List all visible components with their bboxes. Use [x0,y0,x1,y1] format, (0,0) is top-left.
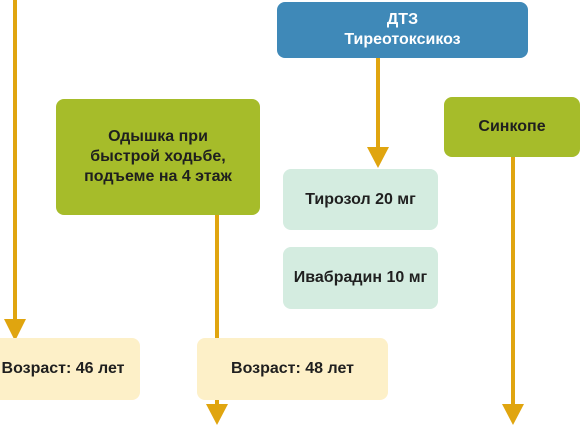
medication-box-ivabradine: Ивабрадин 10 мг [283,247,438,309]
diagnosis-box-dtz: ДТЗ Тиреотоксикоз [277,2,528,58]
symptom-box-syncope: Синкопе [444,97,580,157]
dtz-subtitle: Тиреотоксикоз [344,31,461,48]
symptom-box-dyspnea: Одышка при быстрой ходьбе, подъеме на 4 … [56,99,260,215]
arrowhead-syncope [502,404,524,425]
tyrosol-label: Тирозол 20 мг [305,190,416,208]
arrowhead-left [4,319,26,341]
medication-box-tyrosol: Тирозол 20 мг [283,169,438,230]
age-box-46: Возраст: 46 лет [0,338,140,400]
dyspnea-line-1: Одышка при [108,128,208,145]
arrowhead-dtz [367,147,389,168]
dyspnea-line-3: подъеме на 4 этаж [84,168,232,185]
dyspnea-line-2: быстрой ходьбе, [90,148,226,165]
age46-label: Возраст: 46 лет [1,360,125,377]
arrowhead-dyspnea [206,404,228,425]
ivabradine-label: Ивабрадин 10 мг [293,269,428,286]
age-box-48: Возраст: 48 лет [197,338,388,400]
age48-label: Возраст: 48 лет [231,360,354,377]
dtz-title: ДТЗ [386,11,419,28]
syncope-label: Синкопе [478,118,546,135]
